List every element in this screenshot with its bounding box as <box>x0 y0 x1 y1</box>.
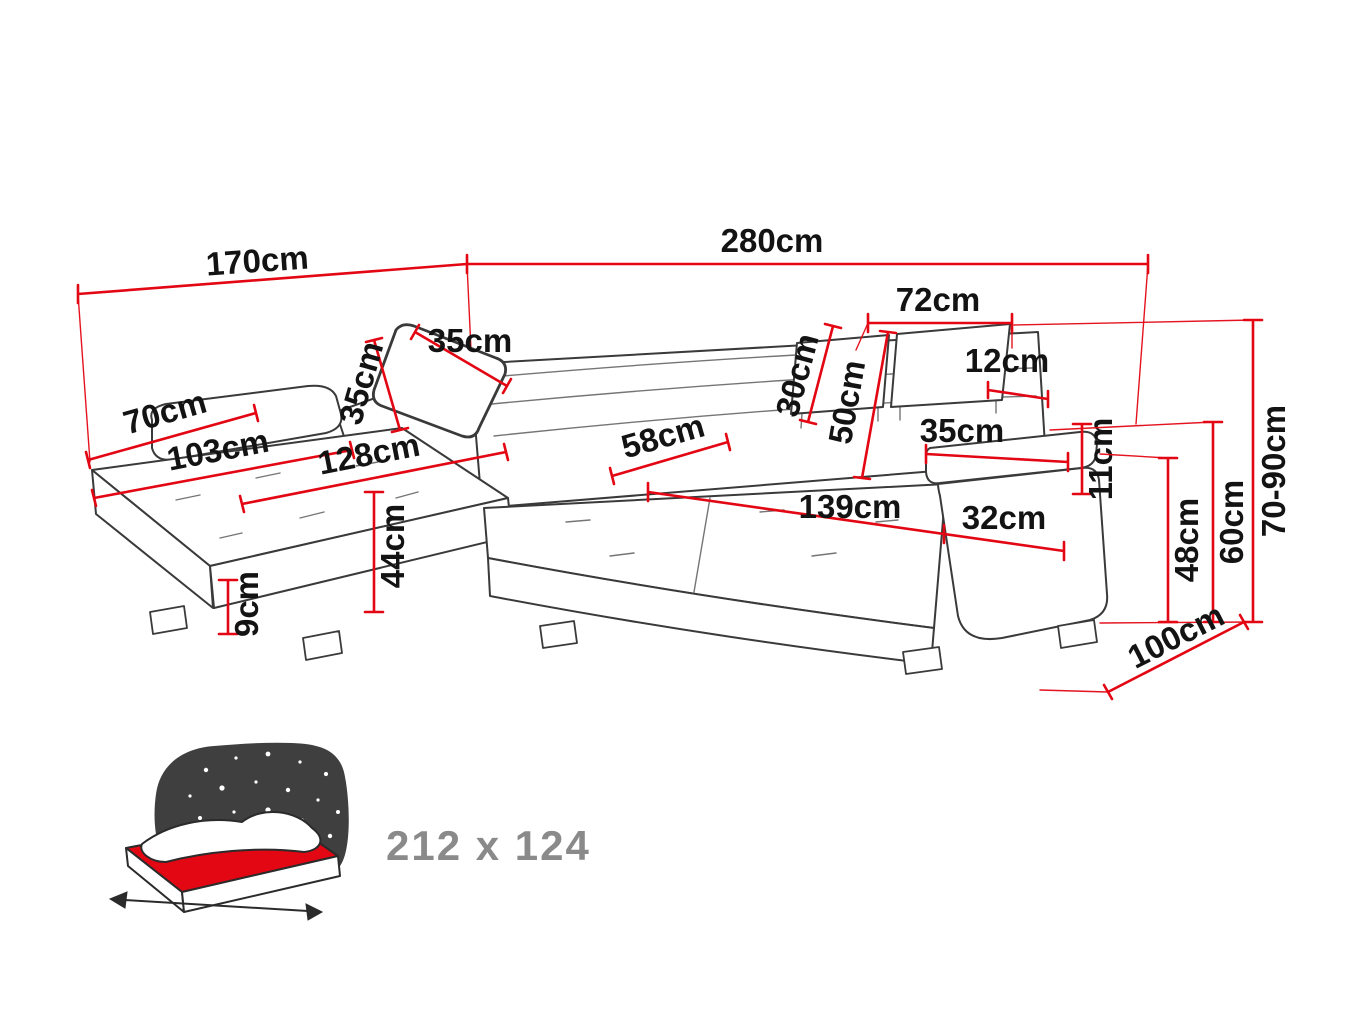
label-headrest-pair-width: 72cm <box>896 281 980 318</box>
dim-headrest-gap: 12cm <box>965 342 1050 409</box>
dim-seat-chain: 139cm 32cm <box>646 481 1066 562</box>
corner-pillow <box>371 323 507 439</box>
leg-front-right <box>902 646 943 675</box>
label-armrest-width: 32cm <box>962 499 1046 536</box>
label-armrest-cushion-length: 35cm <box>920 412 1004 449</box>
dim-leg-height: 9cm <box>217 571 265 637</box>
dim-armrest-height: 48cm <box>1099 453 1205 624</box>
sofa-line-art <box>91 323 1109 675</box>
dim-pillow-width: 35cm <box>409 322 513 395</box>
seat-tufting <box>565 509 899 557</box>
chaise-tufting <box>175 461 419 539</box>
leg-chaise-front <box>302 630 343 661</box>
label-armrest-height: 48cm <box>1168 498 1205 582</box>
leg-armrest <box>1057 619 1098 649</box>
label-total-depth: 100cm <box>1122 596 1230 676</box>
label-back-height: 60cm <box>1213 480 1250 564</box>
sleeping-area-icon: 212 x 124 <box>108 742 591 921</box>
dim-left-depth: 170cm <box>76 238 472 463</box>
label-pillow-width: 35cm <box>428 322 512 359</box>
arrowhead-right <box>305 903 324 921</box>
dim-total-width: 280cm <box>465 222 1150 425</box>
label-total-height: 70-90cm <box>1255 405 1292 537</box>
label-headrest-gap: 12cm <box>965 342 1049 379</box>
leg-chaise-back <box>149 605 188 635</box>
label-left-depth: 170cm <box>205 238 310 282</box>
dim-total-height: 70-90cm <box>1013 318 1292 624</box>
headrest-right <box>890 323 1011 408</box>
dim-seat-height: 44cm <box>363 490 411 614</box>
label-armrest-cushion-height: 11cm <box>1082 418 1119 501</box>
dim-headrest-pair-width: 72cm <box>855 281 1014 351</box>
duvet-and-pillows <box>140 811 322 863</box>
width-arrow-line <box>123 899 309 912</box>
dim-back-height: 60cm <box>1049 420 1250 624</box>
label-leg-height: 9cm <box>228 571 265 637</box>
sleeping-area-label: 212 x 124 <box>386 822 591 869</box>
bed-shape <box>108 811 341 921</box>
leg-corner <box>539 620 578 649</box>
arrowhead-left <box>108 891 128 909</box>
dim-armrest-cushion-length: 35cm <box>920 412 1070 473</box>
dim-armrest-cushion-height: 11cm <box>1071 418 1119 501</box>
seat-divider <box>693 497 711 593</box>
label-total-width: 280cm <box>721 222 824 259</box>
label-seat-height: 44cm <box>374 504 411 588</box>
label-seat-length: 139cm <box>799 488 902 525</box>
mattress-side-front <box>181 855 341 913</box>
